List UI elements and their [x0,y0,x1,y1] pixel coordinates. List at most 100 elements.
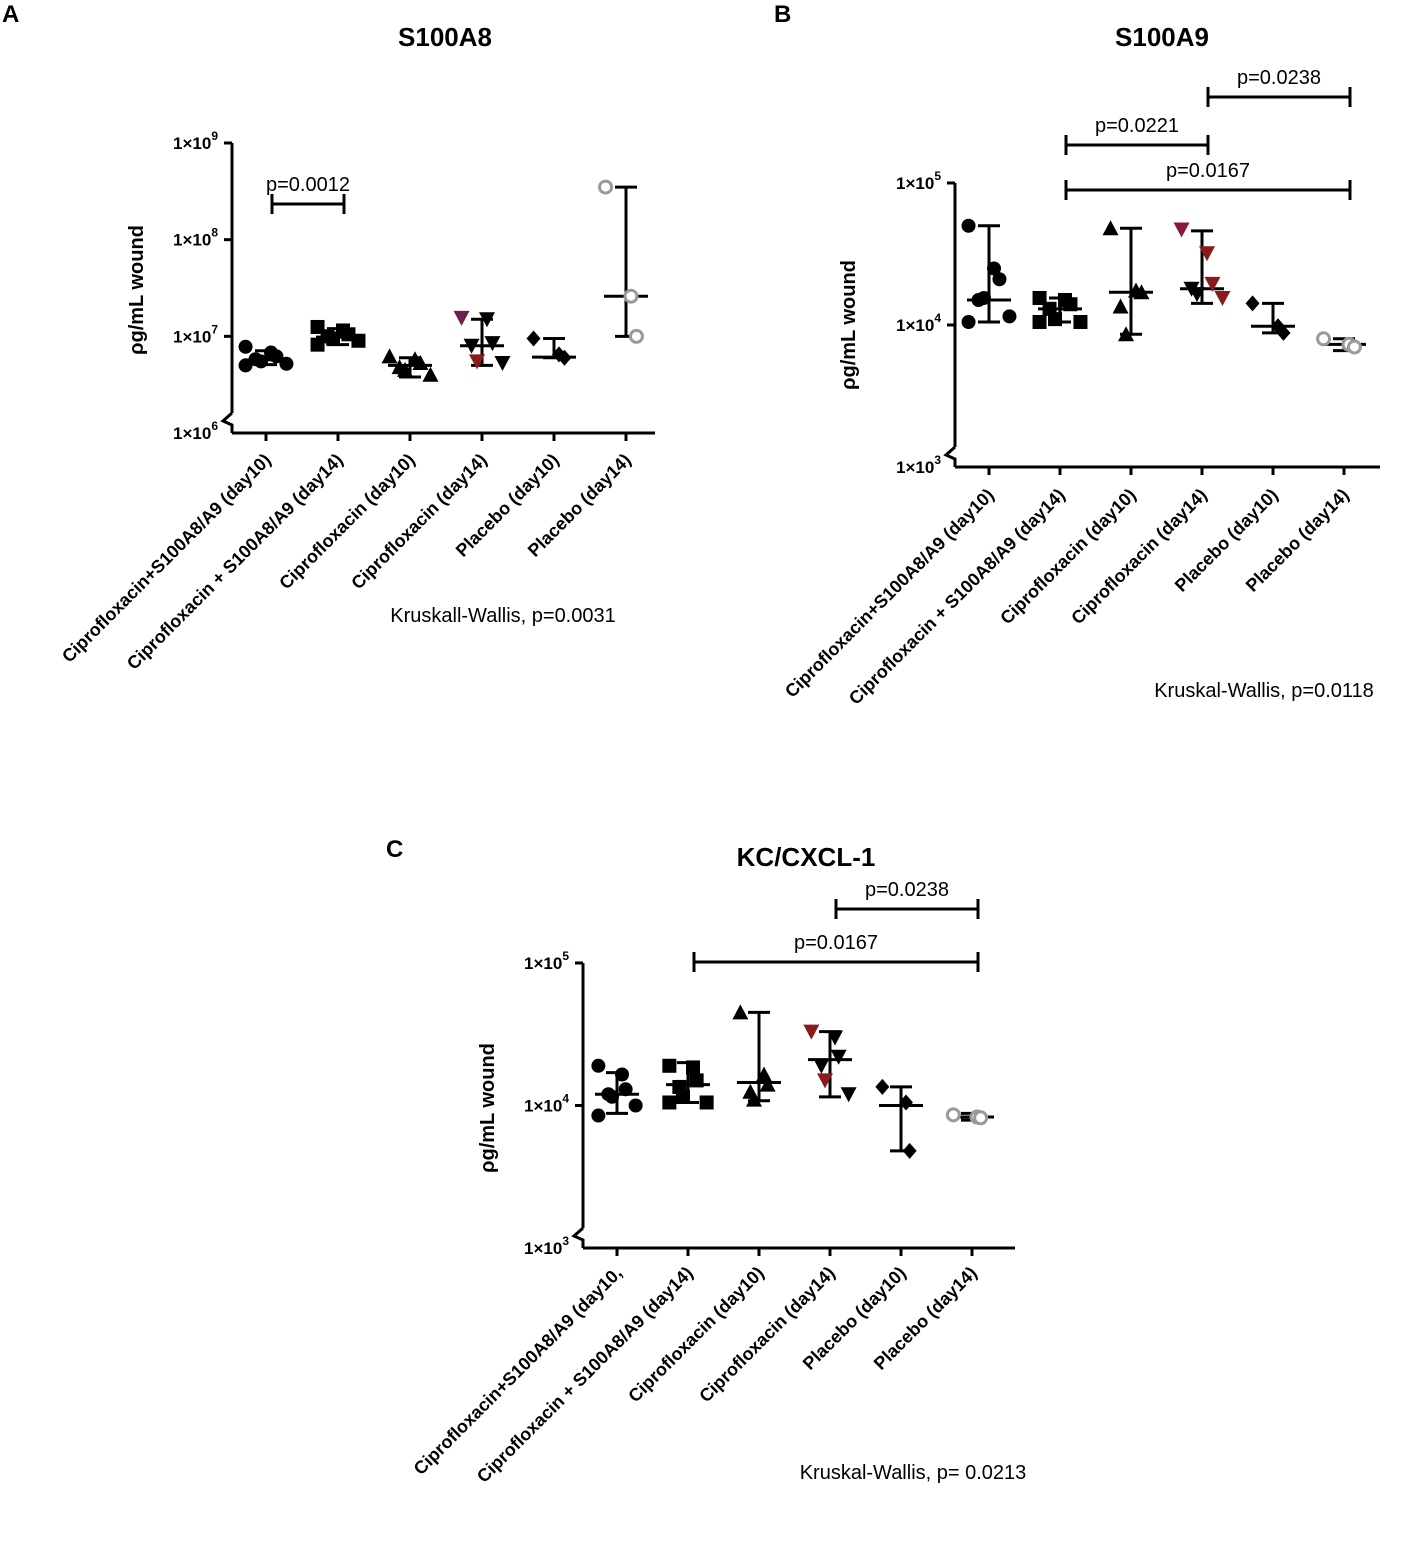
data-point [412,354,429,370]
data-point [326,331,340,346]
category-label: Ciprofloxacin (day10) [624,1263,768,1407]
category-label: Ciprofloxacin (day14) [695,1263,839,1407]
series-5 [945,1107,994,1126]
panel-letter: A [2,1,19,28]
data-point [992,272,1007,287]
data-point [1032,290,1047,305]
data-point [494,355,511,371]
y-tick-label: 1×107 [173,322,218,346]
series-2 [1102,220,1153,342]
data-point [397,361,413,377]
data-point [310,337,325,352]
data-point [699,1095,714,1110]
data-point [1073,314,1088,329]
significance-bracket: p=0.0238 [1206,67,1352,107]
data-point [422,366,439,382]
series-3 [1173,222,1231,306]
data-point [605,1089,619,1104]
data-point [732,1004,749,1020]
data-point [351,333,366,348]
series-1 [1032,290,1088,329]
series-4 [875,1078,923,1159]
series-2 [732,1004,781,1107]
data-point [598,179,614,195]
data-point [827,1030,843,1046]
data-point [977,290,991,305]
data-point [1063,297,1078,312]
data-point [254,354,268,369]
data-point [1245,295,1260,312]
data-point [676,1089,690,1104]
data-point [463,338,480,354]
category-label: Ciprofloxacin (day14) [347,450,491,594]
data-point [689,1073,704,1088]
significance-bracket: p=0.0167 [692,932,980,972]
significance-bracket: p=0.0012 [266,174,350,214]
series-2 [381,348,439,382]
data-point [902,1142,917,1159]
y-axis-label: ρg/mL wound [838,260,860,390]
statistical-test-note: Kruskal-Wallis, p=0.0118 [1154,680,1374,702]
axis-break [571,1226,585,1248]
series-0 [961,218,1017,329]
y-tick-label: 1×106 [173,419,218,443]
data-point [1048,312,1062,327]
data-point [1316,331,1332,347]
p-value-label: p=0.0238 [1237,67,1321,89]
data-point [830,1049,847,1065]
data-point [615,1067,629,1082]
category-label: Ciprofloxacin (day10) [996,485,1140,629]
data-point [1112,298,1129,314]
data-point [1118,326,1134,342]
p-value-label: p=0.0221 [1095,115,1179,137]
y-tick-label: 1×105 [896,169,941,193]
data-point [1173,222,1190,238]
axis-break [220,411,234,433]
chart-title: S100A9 [1115,22,1209,52]
category-label: Ciprofloxacin (day14) [1067,485,1211,629]
data-point [381,348,398,364]
data-point [961,314,976,329]
data-point [453,310,470,326]
significance-bracket: p=0.0238 [834,879,980,919]
data-point [1002,309,1017,324]
data-point [987,261,1001,276]
data-point [1346,339,1362,355]
data-point [686,1060,700,1075]
chart-title: KC/CXCL-1 [737,842,876,872]
statistical-test-note: Kruskal-Wallis, p= 0.0213 [800,1462,1027,1484]
series-0 [591,1058,643,1123]
category-label: Ciprofloxacin (day10) [275,450,419,594]
data-point [817,1073,833,1089]
series-3 [453,310,511,371]
data-point [662,1095,677,1110]
panel-letter: C [386,836,403,863]
data-point [526,330,541,347]
data-point [899,1094,913,1111]
y-tick-label: 1×108 [173,226,218,250]
data-point [279,356,294,371]
data-point [628,328,644,344]
series-4 [526,330,576,366]
data-point [1204,276,1221,292]
y-axis-label: ρg/mL wound [477,1043,499,1173]
axis-break [943,445,957,467]
data-point [803,1024,820,1040]
data-point [1032,314,1047,329]
data-point [591,1058,606,1073]
data-point [961,218,976,233]
y-axis-label: ρg/mL wound [126,225,148,355]
y-tick-label: 1×104 [896,311,941,335]
data-point [1276,324,1291,341]
data-point [628,1098,643,1113]
chart-title: S100A8 [398,22,492,52]
series-1 [310,319,366,352]
data-point [238,339,253,354]
series-4 [1245,295,1295,341]
data-point [591,1108,606,1123]
p-value-label: p=0.0238 [865,879,949,901]
data-point [479,312,495,328]
statistical-test-note: Kruskall-Wallis, p=0.0031 [390,605,615,627]
